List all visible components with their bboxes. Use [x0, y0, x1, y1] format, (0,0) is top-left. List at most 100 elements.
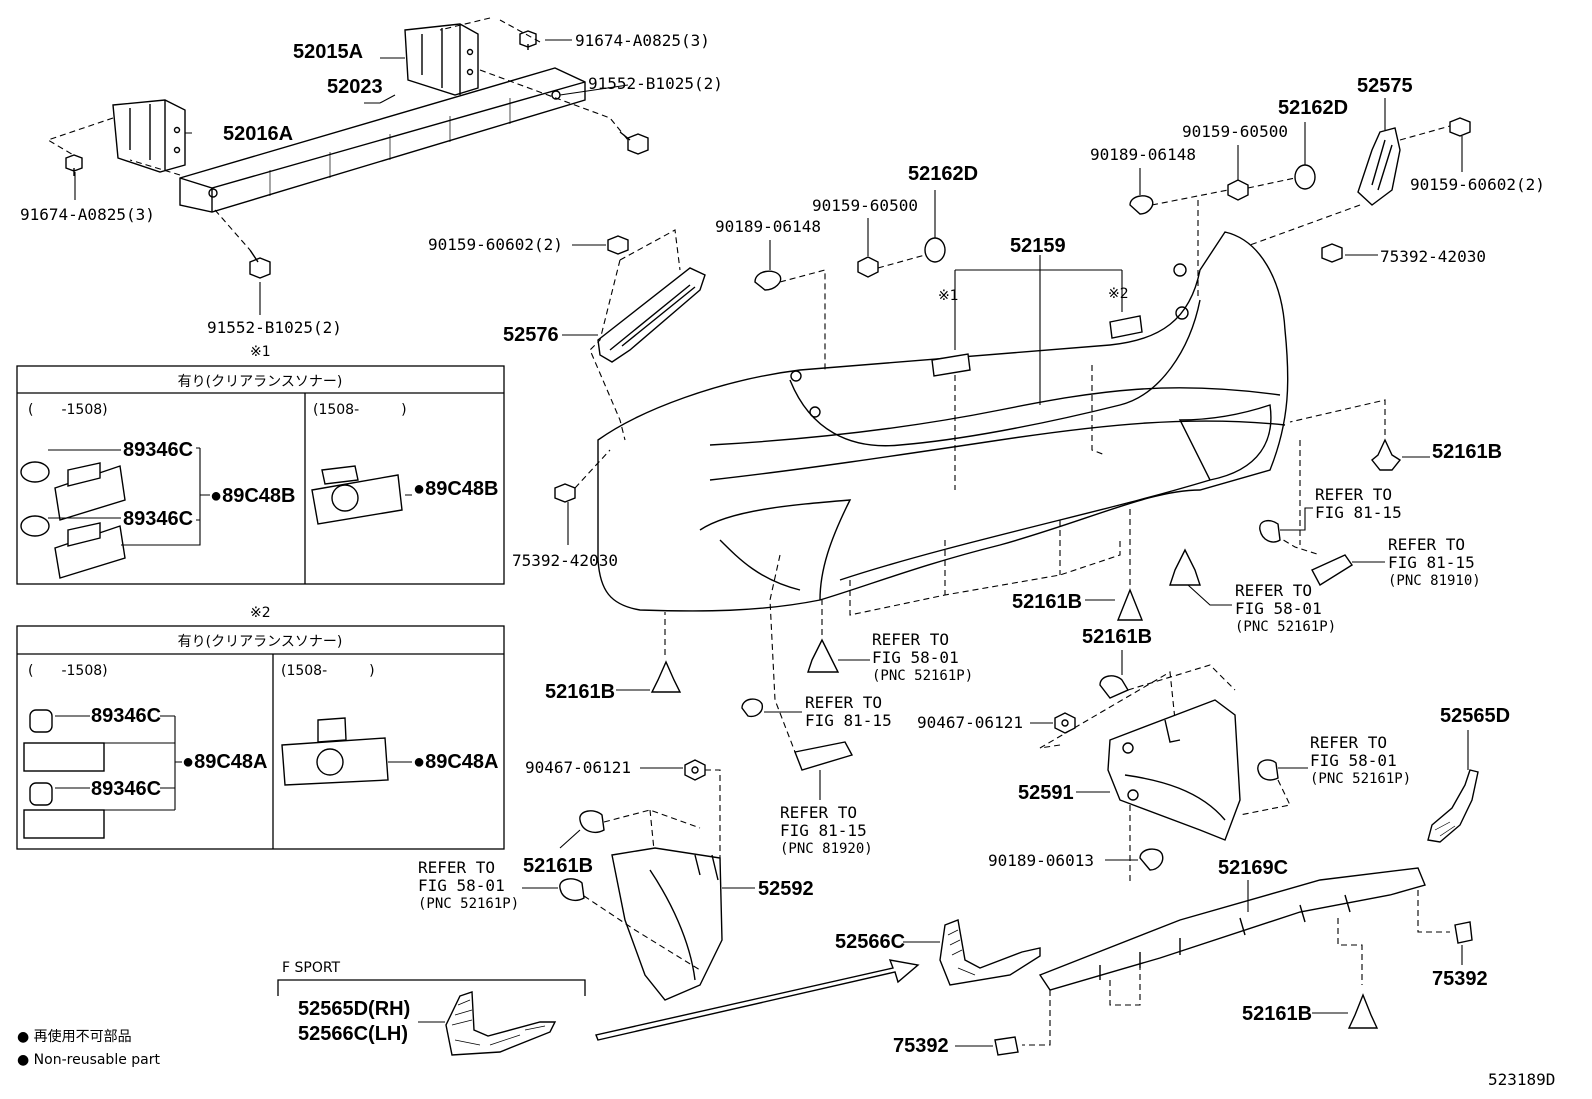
- refer-line1: REFER TO: [1388, 535, 1465, 554]
- refer-line2: FIG 58-01: [418, 876, 505, 895]
- bolt-90159-60602-left[interactable]: [607, 235, 629, 255]
- refer-81-15-81910[interactable]: REFER TO FIG 81-15 (PNC 81910): [1388, 535, 1481, 589]
- sensor-retainer-89346C-b[interactable]: [20, 515, 126, 579]
- mudguard-52592[interactable]: [611, 847, 723, 1001]
- refer-line3: (PNC 52161P): [1235, 619, 1336, 635]
- refer-line1: REFER TO: [1310, 733, 1387, 752]
- label-90467-06121-right: 90467-06121: [917, 713, 1023, 732]
- refer-line2: FIG 81-15: [1388, 553, 1475, 572]
- refer-81-15-upper[interactable]: REFER TO FIG 81-15: [1315, 485, 1402, 522]
- refer-line3: (PNC 52161P): [872, 668, 973, 684]
- clip-52161B-left[interactable]: [650, 660, 682, 693]
- screw-75392-42030-left[interactable]: [554, 483, 576, 503]
- box2-label-89C48A-left: ●89C48A: [182, 751, 267, 773]
- clip-refer-58-01-left[interactable]: [559, 878, 585, 901]
- sensor-bracket-89C48B[interactable]: [311, 465, 403, 525]
- label-75392-42030-left: 75392-42030: [512, 551, 618, 570]
- reflector-81920[interactable]: [794, 741, 854, 771]
- label-90189-06148-mid: 90189-06148: [715, 217, 821, 236]
- box1-label-89C48B-right: ●89C48B: [413, 478, 498, 500]
- bumper-cover-52159[interactable]: [597, 231, 1289, 612]
- label-90159-60500-mid: 90159-60500: [812, 196, 918, 215]
- clip-refer-58-01-right-lower[interactable]: [1257, 759, 1279, 781]
- refer-58-01-left[interactable]: REFER TO FIG 58-01 (PNC 52161P): [418, 858, 519, 912]
- refer-58-01-right-lower[interactable]: REFER TO FIG 58-01 (PNC 52161P): [1310, 733, 1411, 787]
- cap-52162D-mid[interactable]: [924, 237, 946, 263]
- clip-refer-81-15-lower[interactable]: [741, 698, 763, 718]
- side-retainer-52576[interactable]: [597, 267, 706, 363]
- box2-label-89346C-a: 89346C: [91, 705, 161, 727]
- clip-75392-bottom[interactable]: [994, 1036, 1019, 1056]
- reinforcement-52023[interactable]: [179, 67, 586, 213]
- cap-52162D-right[interactable]: [1294, 164, 1316, 190]
- label-52162D-right: 52162D: [1278, 97, 1348, 119]
- clip-52161B-left-lower[interactable]: [579, 810, 605, 833]
- sensor-retainer-89346C-c[interactable]: [23, 709, 105, 772]
- nut-90467-06121-right[interactable]: [1054, 712, 1076, 734]
- bracket-52015A[interactable]: [404, 23, 479, 96]
- label-75392-bottom: 75392: [893, 1035, 949, 1057]
- mark-1: ※1: [938, 288, 959, 304]
- bracket-52016A[interactable]: [112, 99, 186, 173]
- garnish-52565D[interactable]: [1427, 769, 1479, 843]
- bolt-91552-top[interactable]: [619, 131, 649, 155]
- clip-90189-06148-mid[interactable]: [754, 270, 782, 291]
- sensor-retainer-89346C-d[interactable]: [23, 782, 105, 839]
- mudguard-52591[interactable]: [1107, 699, 1241, 841]
- clip-52161B-center-2[interactable]: [1099, 675, 1130, 699]
- label-52162D-mid: 52162D: [908, 163, 978, 185]
- garnish-52566C[interactable]: [939, 919, 1041, 986]
- clip-52161B-center-1[interactable]: [1116, 588, 1144, 621]
- nut-90159-60500-mid[interactable]: [857, 256, 879, 278]
- figure-id: 523189D: [1488, 1070, 1555, 1089]
- label-52161B-right: 52161B: [1432, 441, 1502, 463]
- refer-81-15-lower[interactable]: REFER TO FIG 81-15: [805, 693, 892, 730]
- clip-52161B-bottom[interactable]: [1347, 993, 1379, 1029]
- label-91674-left: 91674-A0825(3): [20, 205, 155, 224]
- sensor-bracket-89C48A[interactable]: [281, 717, 389, 786]
- bolt-91674-top[interactable]: [519, 30, 537, 50]
- label-52566C-lh: 52566C(LH): [298, 1023, 408, 1045]
- refer-58-01-center[interactable]: REFER TO FIG 58-01 (PNC 52161P): [872, 630, 973, 684]
- box1-label-89C48B-left: ●89C48B: [210, 485, 295, 507]
- refer-line3: (PNC 52161P): [418, 896, 519, 912]
- bolt-91552-bottom[interactable]: [249, 249, 271, 279]
- clip-refer-58-01-center[interactable]: [807, 638, 840, 673]
- box1-right-head: (1508- ): [313, 402, 407, 418]
- screw-75392-42030-right[interactable]: [1321, 243, 1343, 263]
- diffuser-52169C[interactable]: [1038, 867, 1426, 991]
- label-90189-06013: 90189-06013: [988, 851, 1094, 870]
- label-52023: 52023: [327, 76, 383, 98]
- clip-90189-06148-right[interactable]: [1129, 195, 1154, 215]
- nut-90159-60500-right[interactable]: [1227, 179, 1249, 201]
- sonar-mount-1[interactable]: [931, 353, 971, 377]
- clip-75392-right[interactable]: [1454, 921, 1473, 944]
- label-52169C: 52169C: [1218, 857, 1288, 879]
- label-52566C: 52566C: [835, 931, 905, 953]
- clip-52161B-right[interactable]: [1371, 438, 1402, 471]
- refer-line1: REFER TO: [780, 803, 857, 822]
- bolt-90159-60602-right[interactable]: [1449, 117, 1471, 137]
- box1-label-89346C-a: 89346C: [123, 439, 193, 461]
- clip-90189-06013[interactable]: [1139, 848, 1164, 871]
- refer-58-01-right[interactable]: REFER TO FIG 58-01 (PNC 52161P): [1235, 581, 1336, 635]
- label-75392-right: 75392: [1432, 968, 1488, 990]
- clip-refer-58-01-right[interactable]: [1169, 548, 1201, 586]
- label-52591: 52591: [1018, 782, 1074, 804]
- label-91674-top: 91674-A0825(3): [575, 31, 710, 50]
- refer-81-15-81920[interactable]: REFER TO FIG 81-15 (PNC 81920): [780, 803, 873, 857]
- box1-mark: ※1: [250, 344, 271, 360]
- fsport-garnish[interactable]: [445, 991, 557, 1056]
- mark-2: ※2: [1108, 286, 1129, 302]
- reflector-81910[interactable]: [1311, 554, 1353, 586]
- label-90159-60602-right: 90159-60602(2): [1410, 175, 1545, 194]
- refer-line2: FIG 81-15: [1315, 503, 1402, 522]
- nut-90467-06121-left[interactable]: [684, 759, 706, 781]
- bolt-91674-left[interactable]: [65, 154, 83, 176]
- refer-line2: FIG 81-15: [805, 711, 892, 730]
- clip-refer-81-15-right[interactable]: [1259, 519, 1281, 543]
- sonar-mount-2[interactable]: [1109, 315, 1143, 339]
- sensor-retainer-89346C-a[interactable]: [20, 461, 126, 521]
- side-retainer-52575[interactable]: [1357, 127, 1401, 206]
- label-52161B-center-2: 52161B: [1082, 626, 1152, 648]
